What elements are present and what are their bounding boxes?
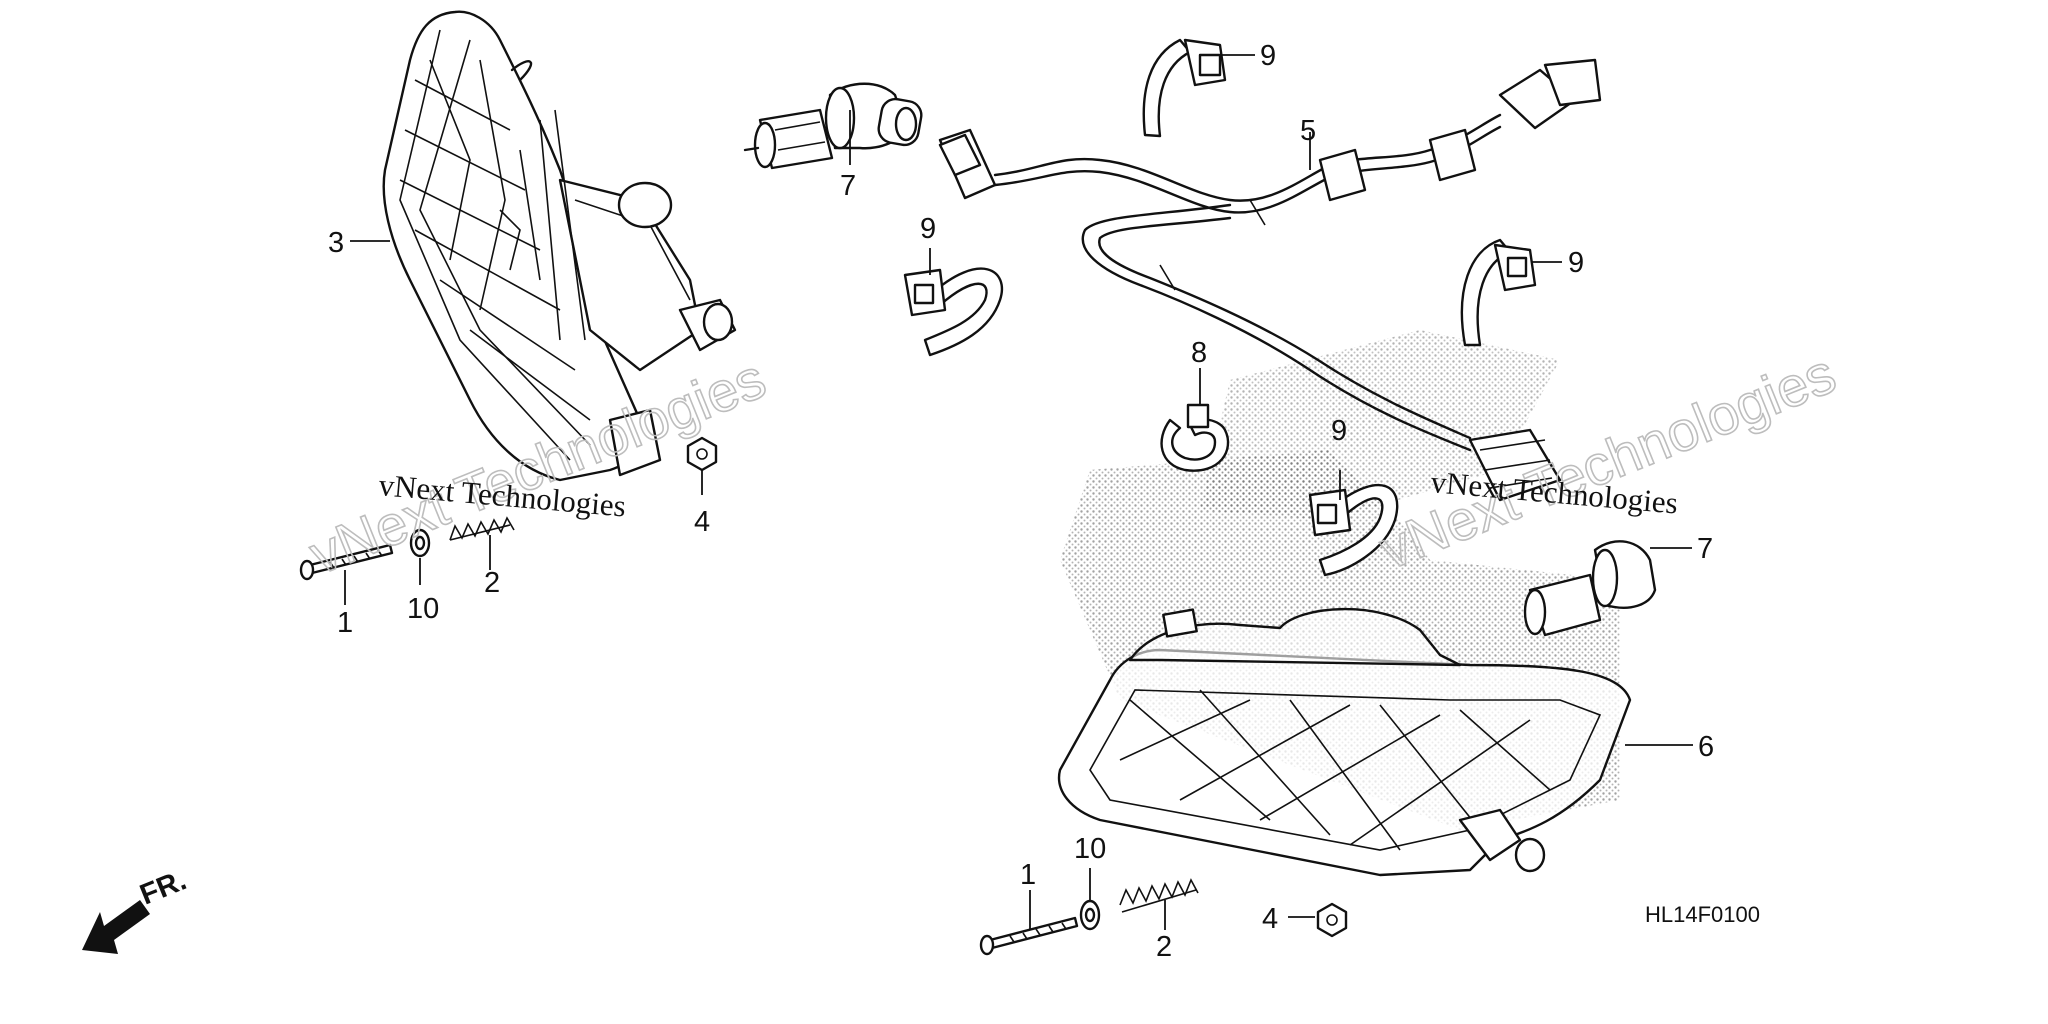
callout-4-left: 4 bbox=[694, 506, 710, 538]
clip-right-bottom bbox=[1308, 483, 1399, 577]
callout-9-d: 9 bbox=[1331, 415, 1347, 447]
headlight-right-unit bbox=[1057, 330, 1632, 877]
direction-label: FR. bbox=[136, 864, 191, 911]
callout-10-right: 10 bbox=[1074, 833, 1106, 865]
nut-left bbox=[686, 436, 718, 472]
bulb-top bbox=[743, 82, 923, 170]
bolt-left bbox=[299, 543, 394, 581]
callout-10-left: 10 bbox=[407, 593, 439, 625]
callout-7-top: 7 bbox=[840, 170, 856, 202]
clip-left bbox=[903, 267, 1003, 357]
callout-9-a: 9 bbox=[1260, 40, 1276, 72]
callout-9-b: 9 bbox=[920, 213, 936, 245]
clip-right-top bbox=[1460, 238, 1537, 347]
bolt-right bbox=[979, 916, 1079, 956]
callout-3: 3 bbox=[328, 227, 344, 259]
bulb-right bbox=[1523, 540, 1657, 637]
nut-right bbox=[1316, 902, 1348, 938]
band bbox=[1160, 403, 1230, 472]
front-direction-arrow: FR. bbox=[82, 864, 191, 954]
wire-harness bbox=[938, 58, 1602, 502]
callout-2-left: 2 bbox=[484, 567, 500, 599]
callout-8: 8 bbox=[1191, 337, 1207, 369]
callout-5: 5 bbox=[1300, 115, 1316, 147]
callout-2-right: 2 bbox=[1156, 931, 1172, 963]
callout-7-right: 7 bbox=[1697, 533, 1713, 565]
diagram-code: HL14F0100 bbox=[1645, 902, 1760, 927]
washer-right bbox=[1079, 899, 1101, 931]
clip-top bbox=[1142, 38, 1227, 138]
headlight-left-unit bbox=[382, 10, 737, 482]
spring-left bbox=[449, 516, 515, 541]
washer-left bbox=[409, 528, 431, 558]
spring-right bbox=[1119, 878, 1199, 913]
callout-9-c: 9 bbox=[1568, 247, 1584, 279]
callout-1-right: 1 bbox=[1020, 859, 1036, 891]
callout-1-left: 1 bbox=[337, 607, 353, 639]
callout-4-right: 4 bbox=[1262, 903, 1278, 935]
callout-6: 6 bbox=[1698, 731, 1714, 763]
